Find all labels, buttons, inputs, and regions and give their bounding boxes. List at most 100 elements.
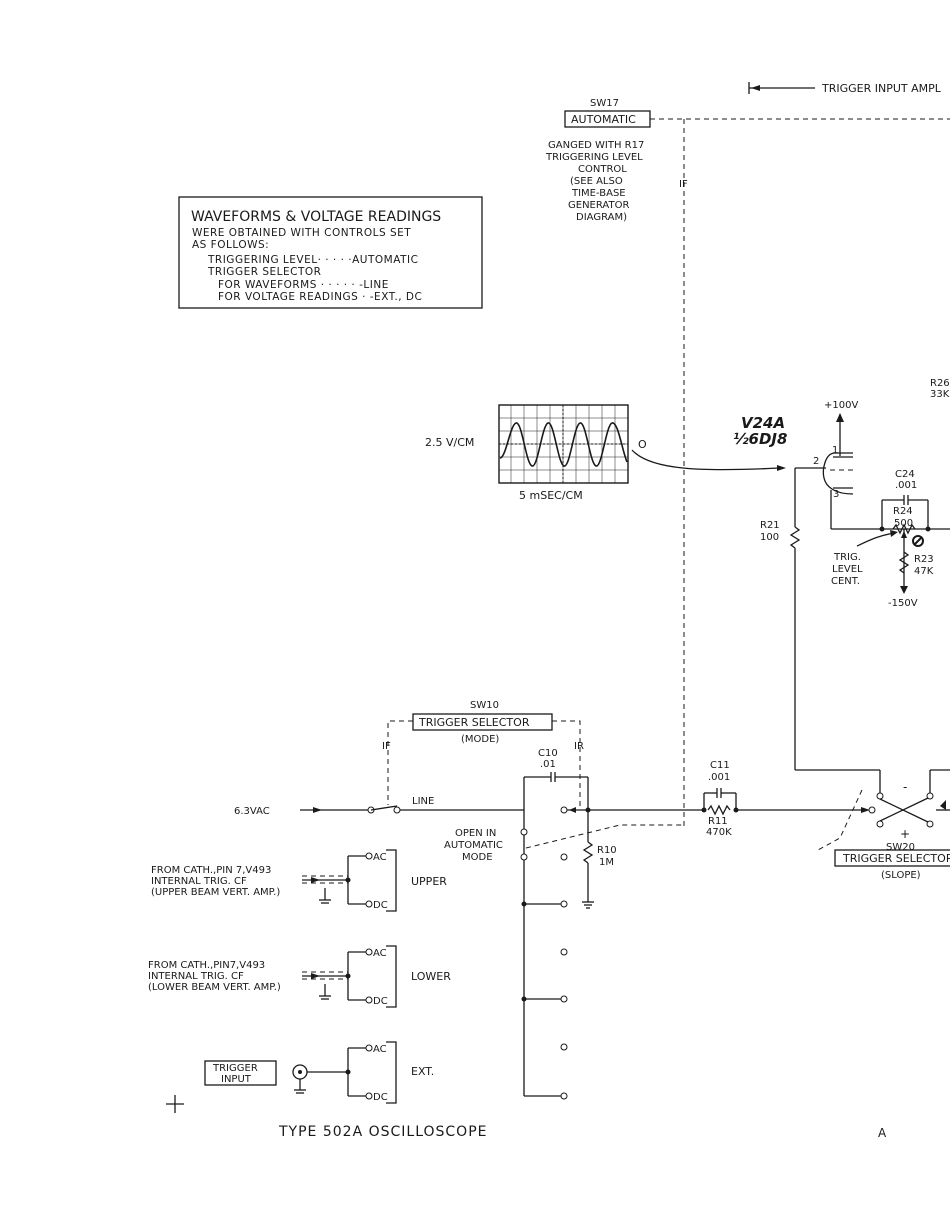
- svg-text:AC: AC: [373, 1044, 387, 1055]
- svg-text:+: +: [900, 827, 910, 841]
- upper-input: FROM CATH.,PIN 7,V493 INTERNAL TRIG. CF …: [151, 849, 447, 912]
- waveform-trace: [499, 422, 628, 467]
- svg-text:AS FOLLOWS:: AS FOLLOWS:: [192, 239, 269, 251]
- svg-text:C24: C24: [895, 469, 915, 480]
- svg-text:TRIGGER INPUT AMPL: TRIGGER INPUT AMPL: [821, 82, 942, 95]
- svg-text:2.5 V/CM: 2.5 V/CM: [425, 436, 474, 449]
- svg-text:.001: .001: [708, 772, 730, 783]
- ext-input: TRIGGER INPUT AC DC EXT.: [204, 1041, 434, 1104]
- sw10-trigger-selector-mode: SW10 TRIGGER SELECTOR (MODE) IF IR: [382, 700, 584, 806]
- svg-text:-150V: -150V: [888, 598, 918, 609]
- svg-text:LEVEL: LEVEL: [832, 564, 863, 575]
- svg-text:FROM CATH.,PIN7,V493: FROM CATH.,PIN7,V493: [148, 960, 265, 971]
- v24a-tube: V24A ½6DJ8 +100V 1 2 3: [733, 400, 950, 530]
- r10-resistor: R10 1M: [582, 810, 617, 909]
- svg-text:33K: 33K: [930, 389, 950, 400]
- svg-text:DC: DC: [373, 900, 388, 911]
- sw17-note: GANGED WITH R17 TRIGGERING LEVEL CONTROL…: [545, 140, 644, 223]
- r24-potentiometer: R24 500: [856, 506, 931, 590]
- svg-text:TRIGGER: TRIGGER: [212, 1063, 258, 1074]
- trig-level-cent-label: TRIG. LEVEL CENT.: [831, 552, 863, 587]
- svg-text:1: 1: [832, 445, 838, 456]
- svg-text:DC: DC: [373, 996, 388, 1007]
- svg-text:R26: R26: [930, 378, 950, 389]
- svg-text:1M: 1M: [599, 857, 614, 868]
- sw20-trigger-selector-slope: - + SW20 TRIGGER SELECTOR (SLOPE): [817, 780, 950, 881]
- svg-text:R23: R23: [914, 554, 934, 565]
- sw17-automatic-switch: SW17 AUTOMATIC IF GANGED WITH R17 TRIGGE…: [545, 98, 950, 830]
- svg-text:47K: 47K: [914, 566, 934, 577]
- svg-text:(SLOPE): (SLOPE): [881, 870, 921, 881]
- svg-text:(UPPER BEAM VERT. AMP.): (UPPER BEAM VERT. AMP.): [151, 887, 280, 898]
- svg-text:MODE: MODE: [462, 852, 493, 863]
- trigger-input-ampl-header: TRIGGER INPUT AMPL: [748, 82, 942, 95]
- svg-text:LINE: LINE: [412, 796, 434, 807]
- svg-text:AC: AC: [373, 852, 387, 863]
- svg-text:GANGED WITH R17: GANGED WITH R17: [548, 140, 644, 151]
- svg-text:FOR VOLTAGE READINGS · -EXT.,: FOR VOLTAGE READINGS · -EXT., DC: [218, 291, 422, 303]
- svg-text:EXT.: EXT.: [411, 1065, 434, 1078]
- svg-text:SW20: SW20: [886, 842, 915, 853]
- svg-text:R10: R10: [597, 845, 617, 856]
- svg-text:CENT.: CENT.: [831, 576, 860, 587]
- r21-resistor: R21 100: [760, 468, 950, 796]
- svg-text:AC: AC: [373, 948, 387, 959]
- svg-text:IF: IF: [382, 741, 391, 752]
- svg-text:GENERATOR: GENERATOR: [568, 200, 629, 211]
- open-in-automatic-label: OPEN IN AUTOMATIC MODE: [444, 824, 684, 863]
- svg-text:UPPER: UPPER: [411, 875, 447, 888]
- svg-text:C10: C10: [538, 748, 558, 759]
- svg-text:INTERNAL TRIG. CF: INTERNAL TRIG. CF: [148, 971, 244, 982]
- svg-text:SW17: SW17: [590, 98, 619, 109]
- svg-text:½6DJ8: ½6DJ8: [733, 430, 787, 448]
- svg-text:3: 3: [833, 489, 839, 500]
- svg-text:TRIGGER SELECTOR: TRIGGER SELECTOR: [842, 852, 950, 865]
- sw10-contacts: [520, 806, 591, 1100]
- svg-text:.001: .001: [895, 480, 917, 491]
- svg-text:OPEN IN: OPEN IN: [455, 828, 496, 839]
- svg-text:R24: R24: [893, 506, 913, 517]
- svg-text:C11: C11: [710, 760, 730, 771]
- svg-text:DC: DC: [373, 1092, 388, 1103]
- svg-text:V24A: V24A: [741, 414, 785, 432]
- svg-text:-: -: [903, 780, 907, 794]
- svg-text:100: 100: [760, 532, 779, 543]
- lower-input: FROM CATH.,PIN7,V493 INTERNAL TRIG. CF (…: [148, 945, 451, 1008]
- svg-text:TIME-BASE: TIME-BASE: [571, 188, 626, 199]
- svg-text:(MODE): (MODE): [461, 734, 499, 745]
- svg-text:SW10: SW10: [470, 700, 499, 711]
- svg-text:INTERNAL TRIG. CF: INTERNAL TRIG. CF: [151, 876, 247, 887]
- svg-text:LOWER: LOWER: [411, 970, 451, 983]
- svg-text:TRIGGER SELECTOR: TRIGGER SELECTOR: [418, 716, 530, 729]
- svg-text:500: 500: [894, 518, 913, 529]
- svg-text:(SEE ALSO: (SEE ALSO: [570, 176, 623, 187]
- svg-text:TRIGGERING LEVEL· · · · ·AUTOM: TRIGGERING LEVEL· · · · ·AUTOMATIC: [207, 254, 418, 266]
- svg-text:470K: 470K: [706, 827, 732, 838]
- svg-text:FOR WAVEFORMS · · · · · -LINE: FOR WAVEFORMS · · · · · -LINE: [218, 279, 389, 291]
- svg-text:INPUT: INPUT: [221, 1074, 252, 1085]
- c24-capacitor: C24 .001: [881, 469, 929, 529]
- c10-capacitor: C10 .01: [523, 748, 589, 1096]
- svg-text:FROM CATH.,PIN 7,V493: FROM CATH.,PIN 7,V493: [151, 865, 271, 876]
- registration-mark: [166, 1095, 184, 1113]
- svg-text:R11: R11: [708, 816, 728, 827]
- svg-text:IF: IF: [679, 179, 688, 190]
- svg-text:AUTOMATIC: AUTOMATIC: [444, 840, 503, 851]
- waveform-note-box: WAVEFORMS & VOLTAGE READINGS WERE OBTAIN…: [178, 196, 483, 309]
- svg-text:.01: .01: [540, 759, 556, 770]
- svg-text:CONTROL: CONTROL: [578, 164, 627, 175]
- svg-text:5 mSEC/CM: 5 mSEC/CM: [519, 489, 583, 502]
- svg-text:O: O: [638, 438, 647, 451]
- svg-text:WAVEFORMS & VOLTAGE READINGS: WAVEFORMS & VOLTAGE READINGS: [191, 209, 441, 225]
- svg-text:TRIGGER SELECTOR: TRIGGER SELECTOR: [207, 266, 321, 278]
- svg-text:+100V: +100V: [824, 400, 858, 411]
- waveform-display: 2.5 V/CM 5 mSEC/CM O: [425, 404, 786, 502]
- diagram-title: TYPE 502A OSCILLOSCOPE: [278, 1124, 488, 1140]
- svg-text:DIAGRAM): DIAGRAM): [576, 212, 627, 223]
- svg-text:R21: R21: [760, 520, 780, 531]
- svg-text:TRIG.: TRIG.: [833, 552, 861, 563]
- r23-resistor: R23 47K -150V: [888, 551, 934, 609]
- c11-r11-network: C11 .001 R11 470K: [588, 760, 870, 838]
- svg-text:(LOWER BEAM VERT. AMP.): (LOWER BEAM VERT. AMP.): [148, 982, 281, 993]
